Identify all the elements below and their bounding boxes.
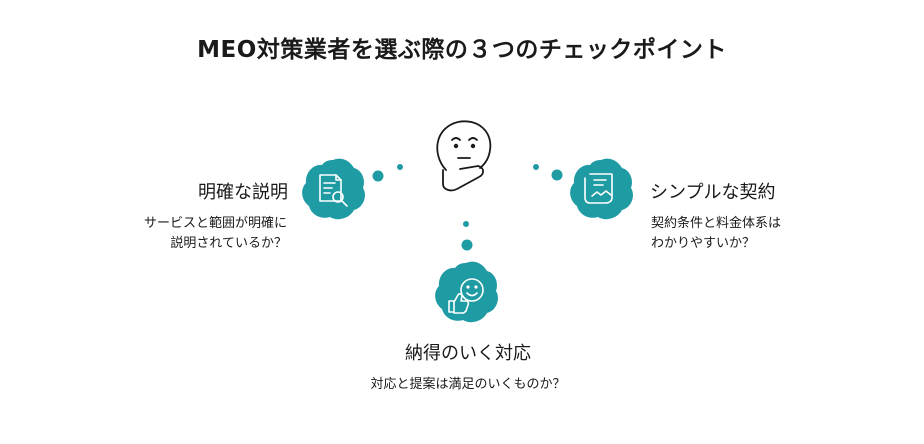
point-heading-response: 納得のいく対応 bbox=[405, 343, 531, 364]
document-search-icon bbox=[302, 158, 365, 220]
thinking-face-icon bbox=[436, 120, 492, 192]
connector-dots-bottom bbox=[461, 221, 473, 251]
point-desc-contract: 契約条件と料金体系は わかりやすいか？ bbox=[651, 214, 781, 254]
point-desc-line: 対応と提案は満足のいくものか？ bbox=[370, 377, 566, 392]
point-desc-line: サービスと範囲が明確に bbox=[143, 216, 287, 231]
point-desc-response: 対応と提案は満足のいくものか？ bbox=[0, 375, 924, 395]
connector-dots-left bbox=[372, 164, 403, 182]
point-desc-explanation: サービスと範囲が明確に 説明されているか？ bbox=[144, 214, 287, 254]
point-desc-line: わかりやすいか？ bbox=[651, 236, 756, 251]
thumbs-up-icon bbox=[435, 261, 498, 323]
contract-handshake-icon bbox=[570, 158, 633, 220]
point-desc-line: 契約条件と料金体系は bbox=[651, 216, 782, 231]
point-heading-explanation: 明確な説明 bbox=[198, 182, 288, 203]
connector-dots-right bbox=[533, 164, 563, 181]
point-desc-line: 説明されているか？ bbox=[170, 236, 287, 251]
point-heading-contract: シンプルな契約 bbox=[650, 182, 776, 203]
page-title: MEO対策業者を選ぶ際の３つのチェックポイント bbox=[197, 37, 727, 63]
